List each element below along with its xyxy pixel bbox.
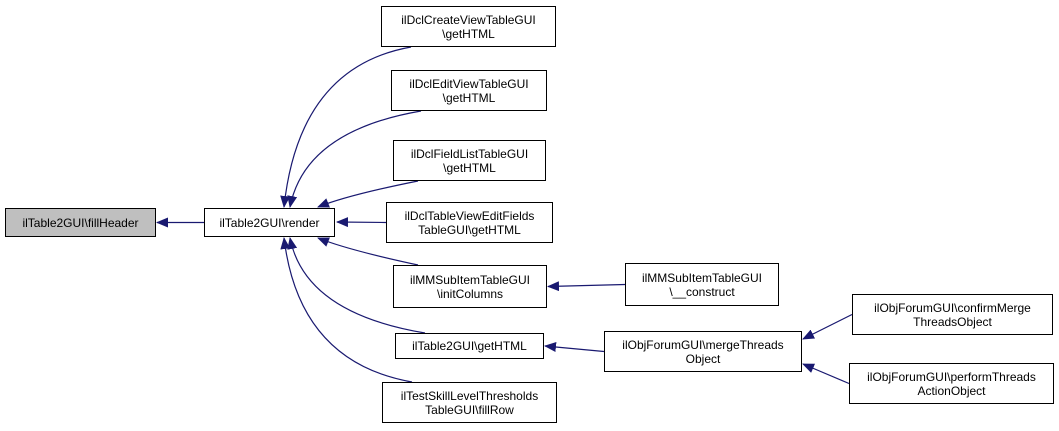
node-label-line: ilDclEditViewTableGUI — [409, 76, 529, 91]
edge-table2GetHTML-to-render — [287, 237, 426, 334]
node-field-list-gethtml[interactable]: ilDclFieldListTableGUI\getHTML — [393, 140, 546, 181]
node-mm-subitem-initcolumns[interactable]: ilMMSubItemTableGUI\initColumns — [393, 265, 547, 308]
node-label-line: ilTable2GUI\render — [219, 215, 320, 230]
edge-mmInitColumns-to-render — [317, 237, 419, 266]
node-label-line: \getHTML — [442, 90, 496, 105]
node-label-line: ilDclTableViewEditFields — [404, 208, 535, 223]
node-label-line: \getHTML — [443, 160, 496, 175]
node-render[interactable]: ilTable2GUI\render — [204, 208, 335, 237]
node-label-line: ilMMSubItemTableGUI — [641, 270, 763, 285]
node-create-view-gethtml[interactable]: ilDclCreateViewTableGUI\getHTML — [381, 6, 556, 47]
node-fillheader: ilTable2GUI\fillHeader — [5, 208, 156, 237]
node-label-line: ilObjForumGUI\performThreads — [867, 369, 1036, 384]
node-label-line: ilTable2GUI\fillHeader — [22, 215, 139, 230]
edge-performThreads-to-mergeThreads — [802, 363, 850, 385]
edge-createView-to-render — [280, 46, 412, 208]
node-label-line: \getHTML — [442, 26, 495, 41]
edge-mergeThreads-to-table2GetHTML — [544, 342, 605, 353]
edge-fieldList-to-render — [317, 180, 419, 208]
edge-testSkill-to-render — [280, 237, 413, 383]
edge-tableViewEdit-to-render — [336, 217, 387, 228]
node-label-line: Object — [685, 351, 721, 366]
node-label-line: ilObjForumGUI\confirmMerge — [874, 300, 1031, 315]
node-label-line: ilDclFieldListTableGUI — [410, 146, 529, 161]
node-table2gui-gethtml[interactable]: ilTable2GUI\getHTML — [395, 333, 544, 359]
edge-editView-to-render — [287, 110, 422, 208]
node-label-line: ilMMSubItemTableGUI — [409, 272, 531, 287]
node-mm-subitem-construct[interactable]: ilMMSubItemTableGUI\__construct — [625, 263, 779, 306]
node-label-line: ThreadsObject — [913, 314, 992, 329]
node-edit-view-gethtml[interactable]: ilDclEditViewTableGUI\getHTML — [391, 70, 547, 111]
node-label-line: ilObjForumGUI\mergeThreads — [622, 337, 784, 352]
node-label-line: TableGUI\getHTML — [418, 222, 521, 237]
node-label-line: \initColumns — [436, 286, 504, 301]
edge-confirmMerge-to-mergeThreads — [802, 313, 853, 340]
node-label-line: TableGUI\fillRow — [425, 402, 514, 417]
node-label-line: \__construct — [669, 284, 735, 299]
node-label-line: ilDclCreateViewTableGUI — [401, 12, 536, 27]
node-label-line: ActionObject — [917, 383, 986, 398]
node-label-line: ilTable2GUI\getHTML — [412, 339, 527, 353]
edge-mmConstruct-to-mmInitColumns — [547, 281, 626, 292]
node-label-line: ilTestSkillLevelThresholds — [400, 388, 539, 403]
